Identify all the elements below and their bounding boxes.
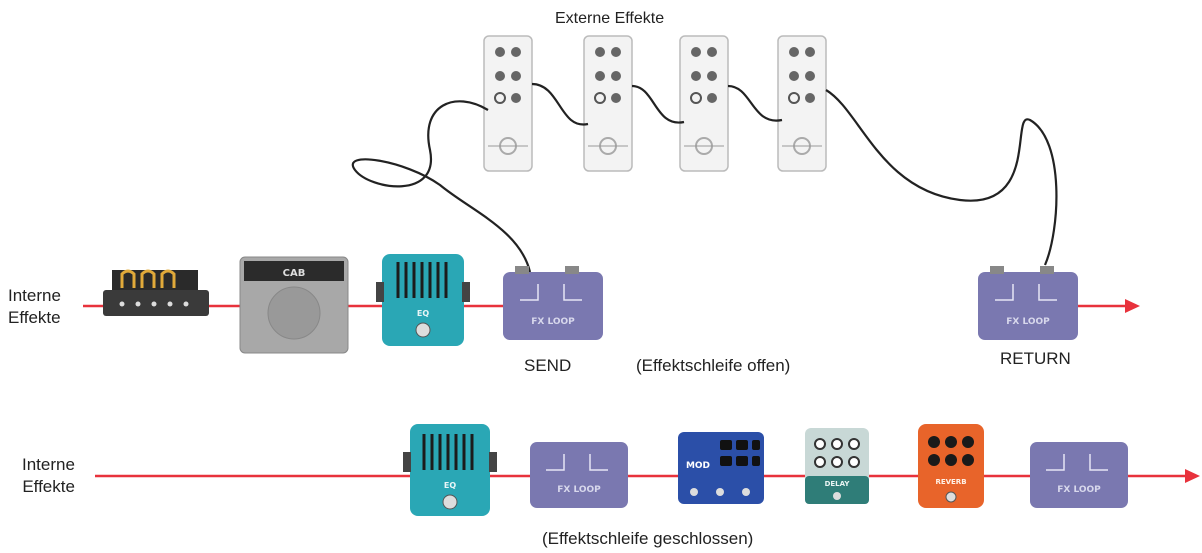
link-cable-2-3: [631, 84, 685, 124]
fx-loop-bottom-2-text: FX LOOP: [1057, 485, 1101, 495]
external-effects-title: Externe Effekte: [555, 10, 665, 27]
closed-loop-caption: (Effektschleife geschlossen): [542, 529, 754, 548]
reverb-text: REVERB: [935, 478, 966, 486]
fx-loop-bottom-2: FX LOOP: [1030, 442, 1128, 508]
delay-pedal: DELAY: [805, 428, 869, 504]
eq-top-text: EQ: [417, 309, 429, 318]
internal-effects-label-bottom-line1: Interne: [22, 455, 75, 474]
send-cable: [351, 100, 532, 273]
fx-loop-bottom-1-text: FX LOOP: [557, 485, 601, 495]
delay-text: DELAY: [825, 480, 851, 488]
return-label: RETURN: [1000, 349, 1071, 368]
internal-effects-label-top-line1: Interne: [8, 286, 61, 305]
external-pedal-1: [483, 35, 533, 172]
mod-pedal: MOD: [678, 432, 764, 504]
eq-pedal-top: EQ: [376, 254, 470, 346]
open-loop-caption: (Effektschleife offen): [636, 356, 791, 375]
top-signal-arrow: [1125, 299, 1140, 313]
internal-effects-label-top-line2: Effekte: [8, 308, 61, 327]
bottom-signal-arrow: [1185, 469, 1200, 483]
fx-loop-send-pedal: FX LOOP: [503, 266, 603, 340]
eq-bottom-text: EQ: [444, 481, 456, 490]
fx-loop-bottom-1: FX LOOP: [530, 442, 628, 508]
return-cable: [825, 89, 1058, 266]
amp-head: [103, 269, 209, 316]
fx-loop-return-pedal: FX LOOP: [978, 266, 1078, 340]
send-label: SEND: [524, 356, 572, 375]
internal-effects-label-bottom: Interne Effekte: [22, 454, 75, 498]
external-pedal-3: [679, 35, 729, 172]
link-cable-1-2: [531, 82, 589, 126]
cab-pedal: CAB: [239, 256, 349, 354]
fx-loop-return-text: FX LOOP: [1006, 317, 1050, 327]
mod-text: MOD: [686, 461, 710, 471]
internal-effects-label-top: Interne Effekte: [8, 285, 61, 329]
fx-loop-send-text: FX LOOP: [531, 317, 575, 327]
external-pedal-4: [777, 35, 827, 172]
eq-pedal-bottom: EQ: [403, 424, 497, 516]
internal-effects-label-bottom-line2: Effekte: [22, 477, 75, 496]
external-pedal-2: [583, 35, 633, 172]
reverb-pedal: REVERB: [918, 424, 984, 508]
link-cable-3-4: [727, 84, 783, 122]
cab-text: CAB: [283, 268, 306, 279]
